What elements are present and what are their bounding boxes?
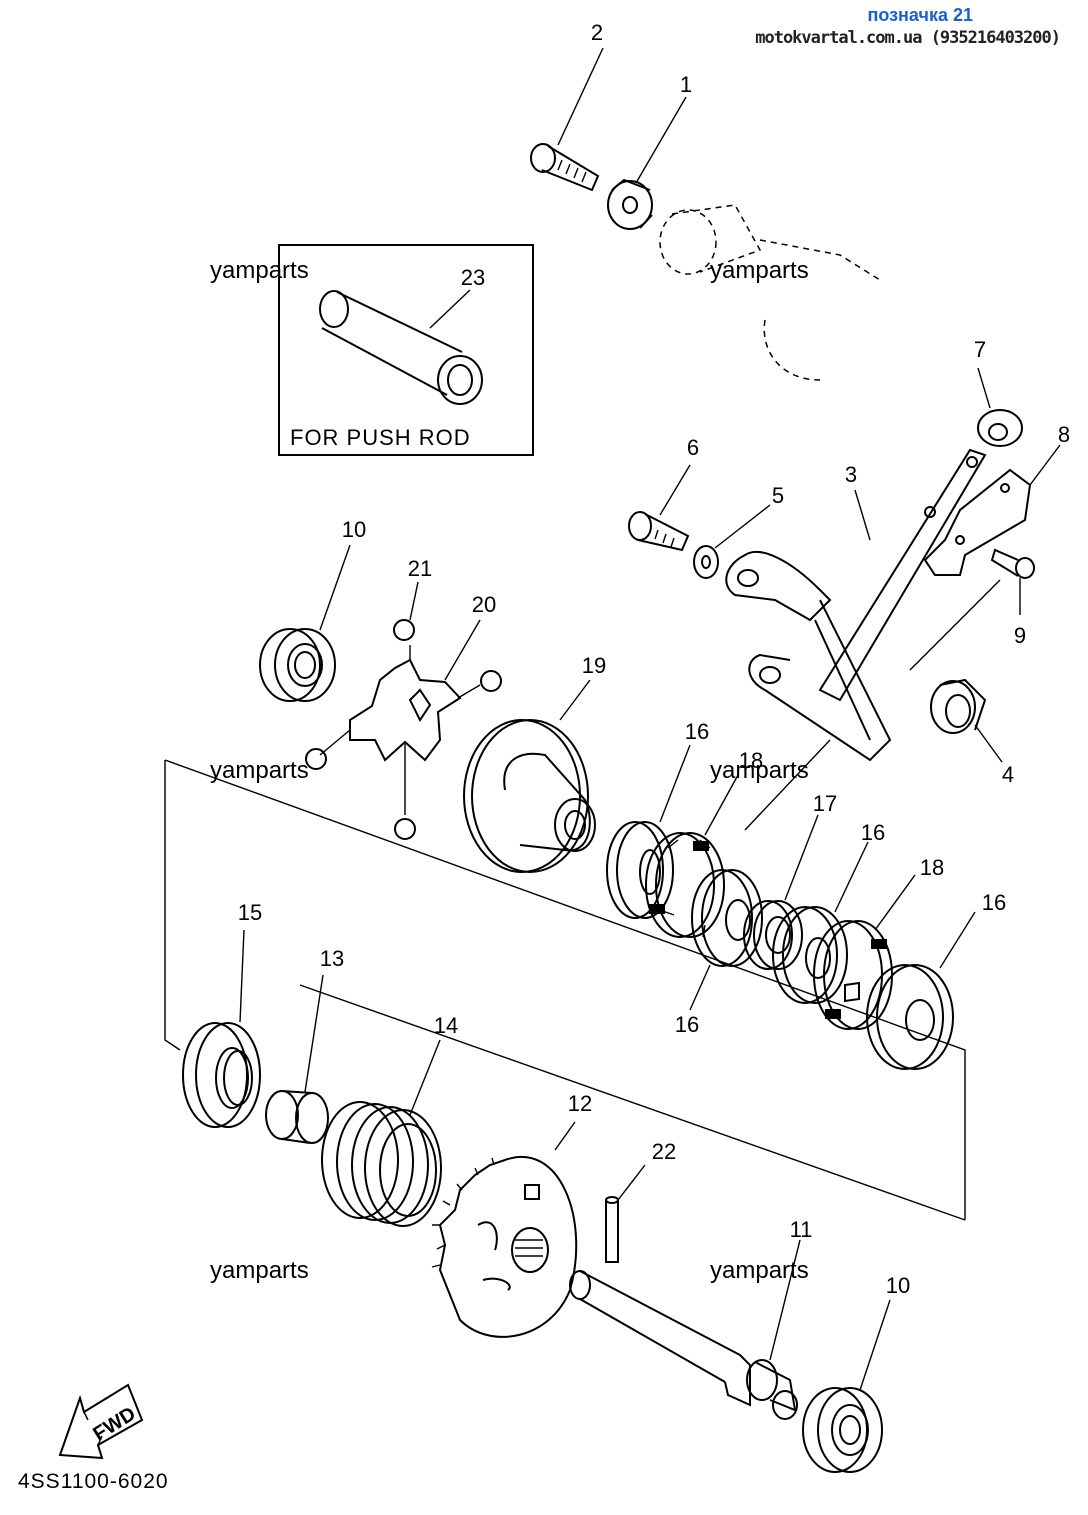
- part-washer-1: [607, 96, 687, 230]
- diagram-code: 4SS1100-6020: [18, 1470, 169, 1493]
- assembly-outline: [164, 759, 966, 1221]
- fwd-arrow-icon: FWD: [58, 1383, 144, 1460]
- part-plate-16c: [772, 841, 869, 1004]
- part-plate-16a: [606, 744, 691, 919]
- callout-8: 8: [1058, 422, 1070, 447]
- callout-5: 5: [772, 483, 784, 508]
- callout-22: 22: [652, 1139, 676, 1164]
- callout-12: 12: [568, 1091, 592, 1116]
- watermark-6: yamparts: [710, 1257, 809, 1284]
- watermark-4: yamparts: [710, 757, 809, 784]
- callout-13: 13: [320, 946, 344, 971]
- part-7: [977, 367, 1023, 447]
- part-lever-3: [725, 448, 987, 831]
- part-bolt-6: [628, 464, 691, 552]
- part-pin-22: [605, 1164, 646, 1263]
- part-washer-5: [693, 504, 771, 579]
- part-bearing-10-top: [259, 544, 351, 702]
- header-site: motokvartal.com.ua (935216403200): [755, 28, 1061, 48]
- header-label: позначка 21: [867, 5, 973, 25]
- callout-14: 14: [434, 1013, 458, 1038]
- callout-1: 1: [680, 72, 692, 97]
- part-plate-16d: [866, 911, 976, 1070]
- callout-19: 19: [582, 653, 606, 678]
- part-bolt-9: [909, 548, 1035, 671]
- callout-18b: 18: [920, 855, 944, 880]
- part-bushing-13: [265, 974, 329, 1144]
- inset-box-caption: FOR PUSH ROD: [290, 425, 471, 450]
- callout-7: 7: [974, 337, 986, 362]
- part-shaft-11: [569, 1239, 801, 1420]
- callout-10-bottom: 10: [886, 1273, 910, 1298]
- part-star-cam-20: [305, 581, 502, 840]
- part-bushing-4: [930, 678, 1003, 763]
- part-bearing-10-bottom: [802, 1299, 891, 1473]
- ghost-shaft: [659, 204, 881, 381]
- watermarks: yamparts yamparts yamparts yamparts yamp…: [210, 257, 809, 1284]
- callout-11: 11: [790, 1217, 813, 1242]
- callout-16b: 16: [861, 820, 885, 845]
- part-gear-12: [431, 1121, 578, 1338]
- watermark-5: yamparts: [210, 1257, 309, 1284]
- callout-20: 20: [472, 592, 496, 617]
- callout-16d: 16: [675, 1012, 699, 1037]
- watermark-2: yamparts: [710, 257, 809, 284]
- inset-box: [278, 244, 534, 456]
- part-8: [923, 444, 1061, 576]
- part-plate-16b: [689, 869, 763, 1011]
- callout-16a: 16: [685, 719, 709, 744]
- fwd-label: FWD: [89, 1403, 139, 1446]
- part-spring-14: [321, 1039, 442, 1227]
- callout-18a: 18: [739, 748, 763, 773]
- callout-23: 23: [461, 265, 485, 290]
- part-bolt-2: [530, 47, 604, 192]
- callout-15: 15: [238, 900, 262, 925]
- callout-3: 3: [845, 462, 857, 487]
- callout-2: 2: [591, 20, 603, 45]
- callout-6: 6: [687, 435, 699, 460]
- callout-labels: 1 2 3 4 5 6 7 8 9 10 10 11 12 13 14 15 1…: [238, 20, 1070, 1298]
- part-15: [182, 929, 261, 1128]
- callout-10-top: 10: [342, 517, 366, 542]
- callout-16c: 16: [982, 890, 1006, 915]
- callout-9: 9: [1014, 623, 1026, 648]
- callout-17: 17: [813, 791, 837, 816]
- callout-21: 21: [408, 556, 432, 581]
- watermark-1: yamparts: [210, 257, 309, 284]
- part-hub-19: [463, 679, 596, 873]
- watermark-3: yamparts: [210, 757, 309, 784]
- part-friction-18a: [645, 774, 739, 938]
- part-spacer-17: [743, 814, 819, 970]
- callout-4: 4: [1002, 762, 1014, 787]
